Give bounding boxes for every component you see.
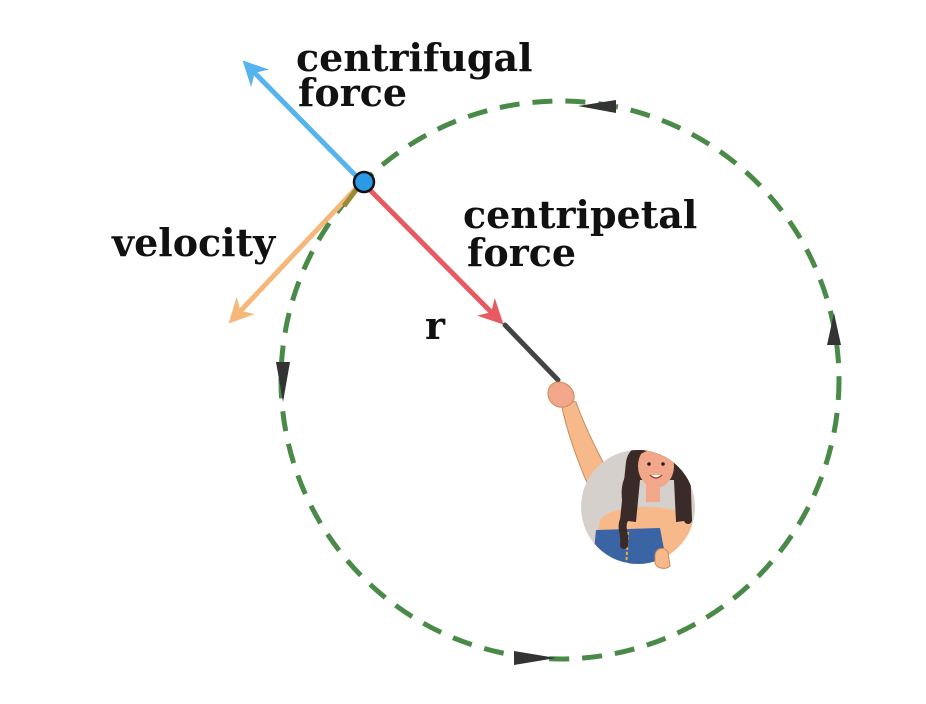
centripetal-label-line1: centripetal	[463, 192, 697, 237]
centrifugal-label-line2: force	[298, 70, 407, 115]
centripetal-force-arrow	[364, 184, 504, 325]
velocity-arrow	[228, 180, 364, 324]
resting-hand	[654, 547, 671, 569]
rope	[502, 322, 561, 383]
centrifugal-force-arrow	[242, 60, 364, 184]
radius-label: r	[425, 303, 446, 348]
fist	[547, 381, 575, 408]
orbit-arrow-bottom	[514, 651, 556, 665]
ball	[352, 170, 376, 194]
orbit-arrow-top	[578, 100, 616, 113]
orbit-direction-arrows	[276, 100, 841, 665]
orbit-arrow-left	[276, 362, 290, 402]
centrifugal-label-line1: centrifugal	[296, 35, 533, 80]
centripetal-label-line2: force	[467, 230, 576, 275]
velocity-label: velocity	[111, 220, 276, 265]
orbit-arrow-right	[827, 313, 841, 345]
girl-swinging-ball-icon	[547, 381, 695, 569]
